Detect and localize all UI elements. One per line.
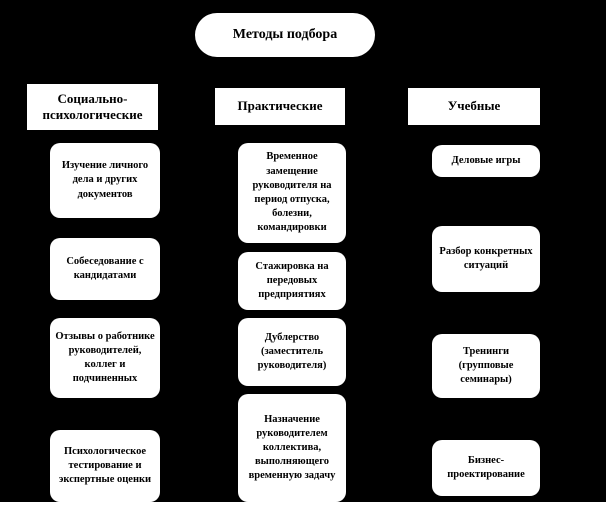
method-node-trainings: Тренинги (групповые семинары): [432, 334, 540, 398]
category-header-socio-psychological: Социально-психологические: [27, 84, 158, 130]
category-header-practical: Практические: [215, 88, 345, 125]
method-node-psychological-testing: Психологическое тестирование и экспертны…: [50, 430, 160, 502]
method-node-business-projecting: Бизнес-проектирование: [432, 440, 540, 496]
method-node-understudy: Дублерство (заместитель руководителя): [238, 318, 346, 386]
root-node-title: Методы подбора: [195, 13, 375, 57]
method-node-temporary-replacement: Временное замещение руководителя на пери…: [238, 143, 346, 243]
method-node-case-analysis: Разбор конкретных ситуаций: [432, 226, 540, 292]
method-node-personal-file-study: Изучение личного дела и других документо…: [50, 143, 160, 218]
method-node-business-games: Деловые игры: [432, 145, 540, 177]
method-node-candidate-interview: Собеседование с кандидатами: [50, 238, 160, 300]
method-node-internship: Стажировка на передовых предприятиях: [238, 252, 346, 310]
method-node-temporary-team-leadership: Назначение руководителем коллектива, вып…: [238, 394, 346, 502]
method-node-employee-references: Отзывы о работнике руководителей, коллег…: [50, 318, 160, 398]
category-header-educational: Учебные: [408, 88, 540, 125]
